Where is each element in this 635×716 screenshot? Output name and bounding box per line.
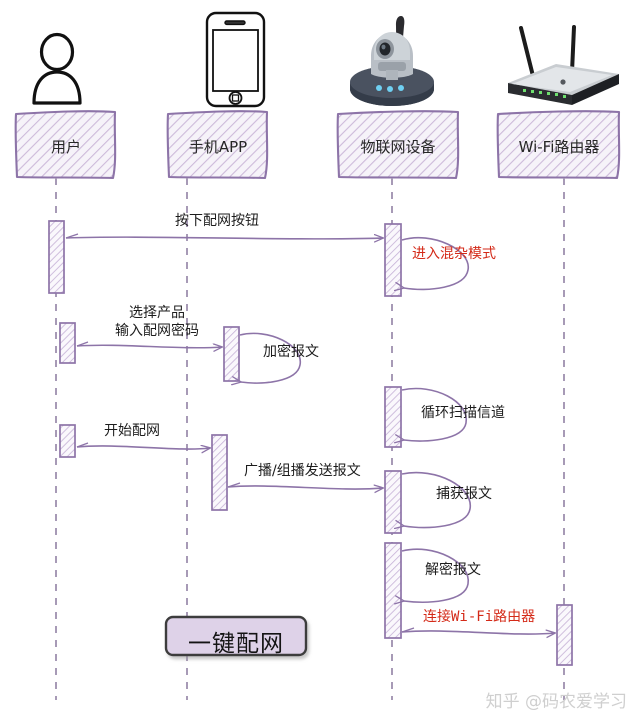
message-arrow-m1: [65, 233, 383, 239]
message-label-m3: 选择产品 输入配网密码: [97, 305, 217, 340]
actor-label-router: Wi-Fi路由器: [518, 138, 600, 156]
activation-app-2: [211, 434, 228, 511]
message-label-m6: 开始配网: [104, 423, 160, 439]
activation-app-1: [223, 326, 240, 382]
message-label-m4: 加密报文: [263, 344, 319, 360]
activation-device-4: [384, 542, 402, 639]
message-label-m7: 广播/组播发送报文: [244, 463, 361, 479]
actor-label-app: 手机APP: [188, 138, 248, 156]
activation-user-3: [59, 424, 76, 458]
wifi-router-icon: [508, 25, 619, 105]
message-arrow-m3: [76, 341, 222, 348]
activation-router-1: [556, 604, 573, 666]
person-icon: [32, 32, 82, 105]
message-arrow-m10: [401, 627, 555, 634]
message-label-m1: 按下配网按钮: [175, 213, 259, 229]
ip-camera-icon: [350, 16, 434, 106]
title-box-label: 一键配网: [188, 631, 284, 657]
actor-box-router: [496, 110, 621, 180]
message-label-m2: 进入混杂模式: [412, 246, 496, 262]
message-selfloop-m5: [402, 387, 467, 442]
message-label-m10: 连接Wi-Fi路由器: [423, 609, 536, 625]
watermark: 知乎 @码农爱学习: [485, 692, 627, 712]
message-selfloop-m8: [402, 471, 471, 528]
message-label-m3-line2: 输入配网密码: [115, 322, 199, 339]
message-label-m8: 捕获报文: [436, 486, 492, 502]
message-selfloop-m2: [402, 236, 469, 290]
message-selfloop-m9: [402, 548, 469, 602]
actor-label-user: 用户: [50, 138, 81, 156]
message-arrow-m6: [76, 442, 210, 449]
actor-label-device: 物联网设备: [360, 138, 436, 156]
message-label-m9: 解密报文: [425, 562, 481, 578]
activation-user-1: [48, 220, 65, 294]
message-arrow-m7: [227, 482, 383, 489]
title-box: [164, 615, 308, 657]
message-label-m5: 循环扫描信道: [421, 405, 505, 421]
actor-box-app: [166, 110, 269, 180]
actor-box-user: [14, 110, 117, 180]
activation-user-2: [59, 322, 76, 364]
activation-device-2: [384, 386, 402, 448]
smartphone-icon: [205, 11, 266, 108]
message-label-m3-line1: 选择产品: [129, 305, 185, 321]
message-selfloop-m4: [240, 332, 301, 383]
actor-box-device: [336, 110, 460, 180]
activation-device-3: [384, 470, 402, 534]
activation-device-1: [384, 223, 402, 297]
